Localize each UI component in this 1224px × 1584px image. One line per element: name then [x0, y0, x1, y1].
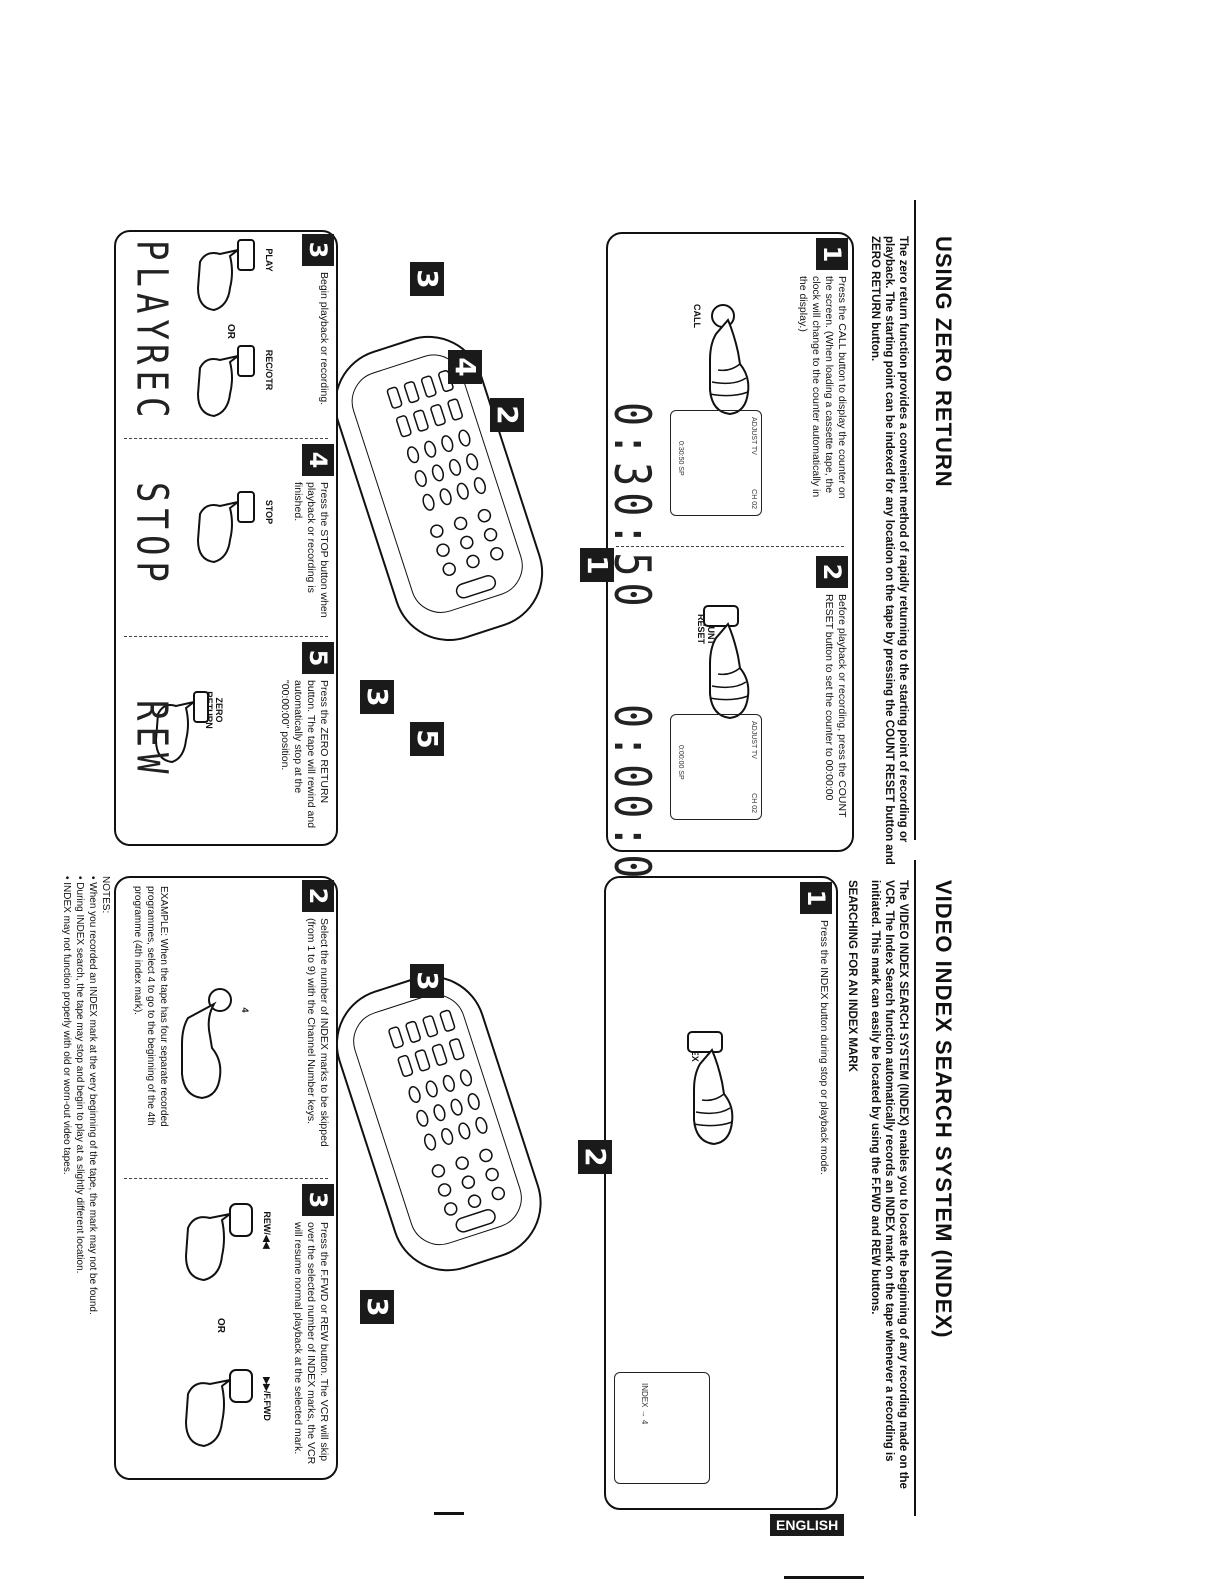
- index-search-subhead: SEARCHING FOR AN INDEX MARK: [846, 880, 858, 1072]
- or-label: OR: [225, 324, 236, 339]
- index-steps-2-3-panel: 2 Select the number of INDEX marks to be…: [114, 876, 338, 1480]
- index-example: EXAMPLE: When the tape has four separate…: [132, 886, 169, 1127]
- note-2: During INDEX search, the tape may stop a…: [74, 882, 85, 1274]
- zero-return-intro: The zero return function provides a conv…: [869, 236, 909, 865]
- index-search-intro: The VIDEO INDEX SEARCH SYSTEM (INDEX) en…: [869, 880, 909, 1489]
- pressing-hand-icon: [709, 304, 750, 416]
- pressing-hand-icon: [154, 691, 209, 764]
- pressing-hand-icon: [687, 1031, 734, 1146]
- screen-counter: 0:00:00 SP: [677, 745, 684, 780]
- pressing-hand-icon: [184, 1203, 253, 1282]
- step-divider: [124, 1178, 328, 1179]
- stop-button-label: STOP: [264, 499, 274, 525]
- lcd-stop: STOP: [126, 482, 176, 588]
- step-3-text: Begin playback or recording.: [318, 272, 330, 406]
- remote-control-illustration: [335, 975, 542, 1272]
- lcd-rec: REC: [126, 344, 176, 424]
- ffwd-button-label: ▶▶/F.FWD: [262, 1377, 272, 1421]
- pressing-hand-icon: [196, 239, 255, 312]
- screen-index-text: INDEX → 4: [640, 1383, 649, 1425]
- pressing-hand-icon: [196, 345, 255, 418]
- rew-button-label: REW/◀◀: [262, 1211, 272, 1249]
- step-5-text: Press the ZERO RETURN button. The tape w…: [279, 680, 330, 829]
- index-step-3-text: Press the F.FWD or REW button. The VCR w…: [292, 1222, 330, 1465]
- index-step-1-text: Press the INDEX button during stop or pl…: [818, 920, 830, 1176]
- pressing-hand-icon: [181, 988, 232, 1100]
- note-3: INDEX may not function properly with old…: [61, 882, 72, 1175]
- step-1-badge: 1: [816, 238, 848, 270]
- title-rule: [914, 200, 916, 840]
- remote-callout-5: 5: [410, 722, 444, 756]
- index-notes: NOTES: • When you recorded an INDEX mark…: [61, 876, 111, 1315]
- steps-1-2-panel: 1 Press the CALL button to display the c…: [603, 232, 854, 915]
- step-divider: [124, 636, 328, 637]
- lcd-rew: REW: [126, 700, 176, 780]
- step-2-badge: 2: [816, 556, 848, 588]
- remote-callout-3b: 3: [360, 680, 394, 714]
- page-center-mark: [434, 1512, 464, 1515]
- step-divider: [124, 438, 328, 439]
- step-1-text: Press the CALL button to display the cou…: [797, 276, 848, 499]
- page-edge-mark: [784, 1576, 864, 1579]
- tv-screen-step1: ADJUST TV CH 02 0:30:50 SP: [670, 410, 762, 516]
- pressing-hand-icon: [703, 605, 750, 720]
- index-step-1-panel: 1 Press the INDEX button during stop or …: [604, 876, 838, 1510]
- screen-label: ADJUST TV: [750, 721, 757, 759]
- step-3-badge: 3: [302, 234, 334, 266]
- or-label: OR: [215, 1318, 226, 1333]
- english-language-tab: ENGLISH: [770, 1514, 845, 1536]
- index-search-title: VIDEO INDEX SEARCH SYSTEM (INDEX): [931, 880, 956, 1339]
- tv-screen-index: INDEX → 4: [614, 1372, 710, 1484]
- channel-4-button-label: 4: [240, 1007, 250, 1013]
- index-step-1-badge: 1: [800, 882, 832, 914]
- screen-channel: CH 02: [750, 489, 757, 509]
- step-2-text: Before playback or recording, press the …: [823, 594, 848, 818]
- screen-channel: CH 02: [750, 793, 757, 813]
- screen-label: ADJUST TV: [750, 417, 757, 455]
- remote-callout-2: 2: [578, 1140, 612, 1174]
- zero-return-title: USING ZERO RETURN: [931, 236, 956, 488]
- notes-label: NOTES:: [100, 876, 111, 914]
- pressing-hand-icon: [184, 1369, 253, 1448]
- remote-callout-3b: 3: [360, 1290, 394, 1324]
- step-5-badge: 5: [302, 642, 334, 674]
- index-step-3-badge: 3: [302, 1184, 334, 1216]
- index-step-2-text: Select the number of INDEX marks to be s…: [305, 918, 330, 1147]
- pressing-hand-icon: [196, 491, 255, 564]
- steps-3-5-panel: 3 Begin playback or recording. PLAY REC/…: [114, 230, 338, 846]
- step-divider: [616, 546, 844, 547]
- note-1: When you recorded an INDEX mark at the v…: [87, 882, 98, 1315]
- remote-callout-3: 3: [410, 262, 444, 296]
- remote-callout-1: 1: [580, 548, 614, 582]
- remote-callout-4: 4: [448, 350, 482, 384]
- title-rule: [914, 860, 916, 1516]
- play-button-label: PLAY: [264, 248, 274, 272]
- lcd-play: PLAY: [126, 240, 176, 346]
- tv-screen-step2: ADJUST TV CH 02 0:00:00 SP: [670, 714, 762, 820]
- step-4-badge: 4: [302, 444, 334, 476]
- index-step-2-badge: 2: [302, 880, 334, 912]
- screen-counter: 0:30:50 SP: [677, 441, 684, 476]
- step-4-text: Press the STOP button when playback or r…: [292, 482, 330, 618]
- rec-otr-button-label: REC/OTR: [264, 349, 274, 391]
- remote-callout-2: 2: [490, 398, 524, 432]
- remote-callout-3: 3: [410, 964, 444, 998]
